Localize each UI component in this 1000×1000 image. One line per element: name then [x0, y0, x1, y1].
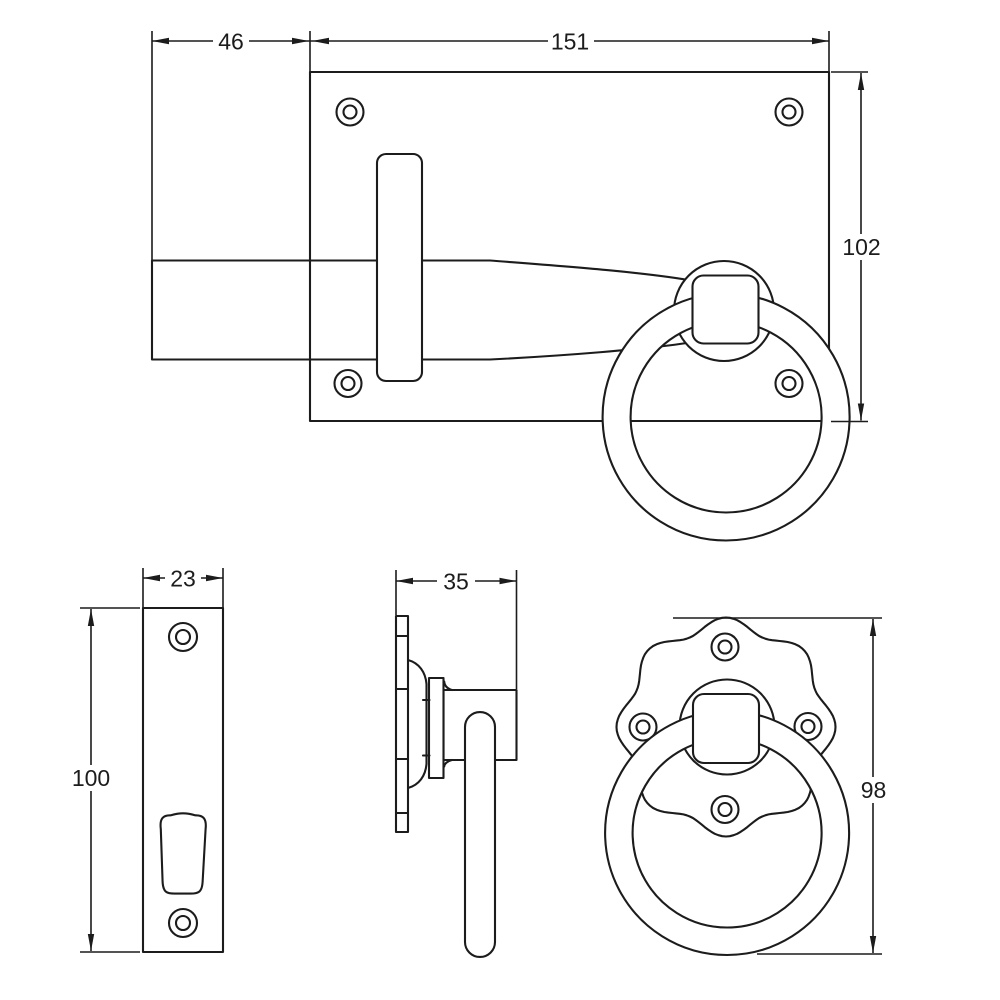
dimension-keeper-height: 100 — [67, 607, 140, 953]
dim-arrow — [857, 403, 865, 421]
dim-arrow — [312, 37, 329, 45]
backplate-lobe-lines — [396, 634, 408, 815]
keeper-plate — [141, 606, 225, 954]
screw-hole — [628, 712, 658, 742]
handle-front-view — [604, 616, 851, 957]
dimension-bolt-offset: 46 — [151, 29, 311, 261]
screw-hole — [710, 632, 740, 662]
handle-side-view — [394, 614, 518, 958]
boss-neck-profile — [406, 658, 428, 790]
pivot-block — [691, 274, 760, 345]
pivot-block-edge — [427, 676, 445, 780]
dim-arrow — [869, 619, 877, 636]
latch-front-view — [150, 70, 851, 542]
dimension-lines — [151, 31, 311, 261]
dimension-keeper-width: 23 — [142, 566, 224, 608]
dim-arrow — [87, 609, 95, 626]
dim-label-plate-height: 102 — [842, 234, 880, 260]
dim-label-bolt-offset: 46 — [218, 29, 244, 55]
dimension-plate-height: 102 — [831, 71, 884, 423]
dim-arrow — [869, 936, 877, 953]
screw-hole — [167, 907, 199, 939]
screw-hole — [335, 97, 365, 127]
dim-label-handle-height: 98 — [861, 777, 887, 803]
dimension-plate-width: 151 — [310, 29, 830, 72]
dim-label-plate-width: 151 — [551, 29, 589, 55]
dimension-handle-depth: 35 — [395, 569, 518, 689]
dim-label-keeper-height: 100 — [72, 765, 110, 791]
bar-guide — [375, 152, 424, 383]
dim-arrow — [143, 574, 160, 582]
mounting-plate — [308, 70, 831, 423]
pivot-block — [691, 692, 761, 765]
screw-hole — [167, 621, 199, 653]
bracket-fillets — [443, 680, 454, 768]
dim-arrow — [812, 37, 829, 45]
dim-arrow — [857, 73, 865, 90]
screw-hole — [774, 97, 804, 127]
screw-hole — [710, 794, 740, 825]
dimension-handle-height: 98 — [673, 617, 890, 955]
backplate-edge — [394, 614, 410, 834]
ring-handle — [601, 292, 851, 542]
screw-hole — [333, 368, 363, 399]
dim-arrow — [292, 37, 309, 45]
screw-hole — [774, 368, 804, 399]
dim-arrow — [87, 934, 95, 951]
keeper-slot — [159, 812, 207, 895]
dim-label-keeper-width: 23 — [170, 566, 196, 592]
neck-ticks — [421, 698, 431, 757]
dim-arrow — [499, 577, 517, 585]
dim-arrow — [396, 577, 413, 585]
ring-side-profile — [463, 711, 497, 958]
dim-arrow — [152, 37, 169, 45]
dim-label-handle-depth: 35 — [443, 569, 469, 595]
keeper-plate-view — [141, 606, 225, 954]
screw-hole — [793, 711, 823, 742]
ring-handle — [604, 709, 851, 957]
dim-arrow — [206, 574, 223, 582]
